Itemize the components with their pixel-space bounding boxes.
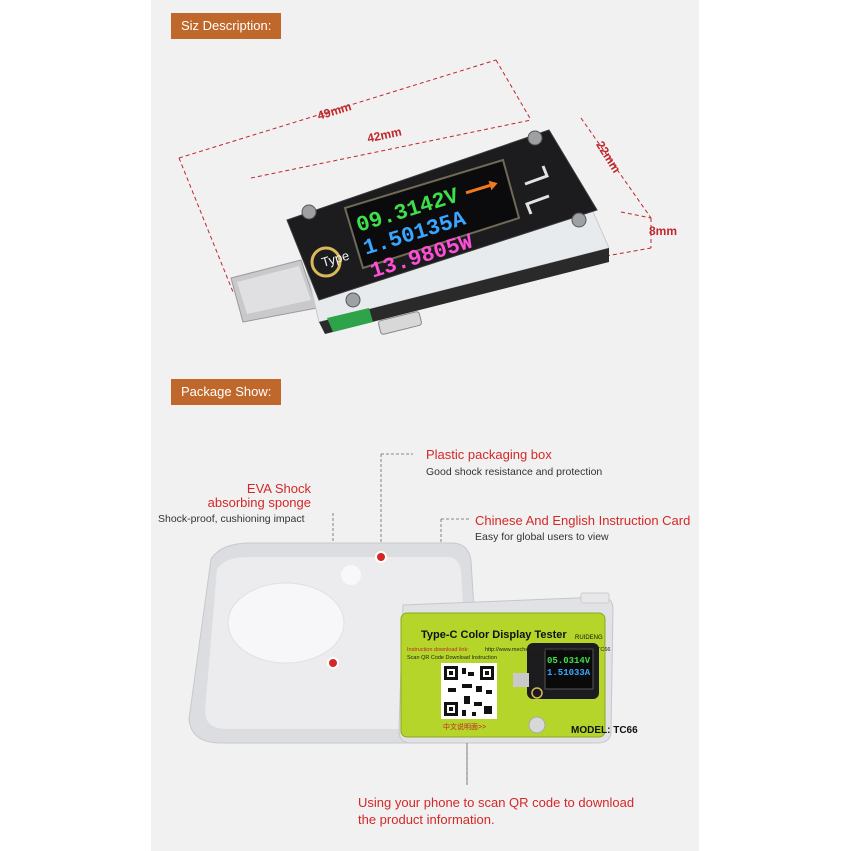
dimension-lines: [178, 59, 652, 293]
instruction-card-desc: Easy for global users to view: [475, 531, 609, 543]
product-image-canvas: Siz Description:: [151, 0, 699, 851]
svg-text:Type-C Color Display Tester: Type-C Color Display Tester: [421, 629, 567, 641]
qr-code-caption: Using your phone to scan QR code to down…: [358, 794, 634, 828]
package-illustration: 05.0314V 1.51033A Type-C Color Display T…: [188, 453, 638, 785]
package-show-label: Package Show:: [171, 379, 282, 405]
svg-text:Type: Type: [320, 248, 351, 270]
plastic-box-title: Plastic packaging box: [426, 447, 552, 462]
eva-title-line2: absorbing sponge: [207, 495, 311, 510]
svg-text:http://www.mecheline.com/lolde: http://www.mecheline.com/lolderpipdfdty?…: [485, 647, 611, 653]
dimension-8mm: 8mm: [649, 224, 678, 238]
svg-text:中文说明面>>: 中文说明面>>: [443, 722, 486, 731]
svg-text:Scan QR Code Download Instruct: Scan QR Code Download Instruction: [407, 655, 497, 661]
instruction-card: 05.0314V 1.51033A Type-C Color Display T…: [400, 612, 638, 785]
eva-desc: Shock-proof, cushioning impact: [158, 513, 305, 525]
svg-text:1.51033A: 1.51033A: [547, 668, 591, 678]
usb-c-plug: [230, 259, 318, 323]
device-illustration: Type 09.3142V 1.50135A 13.9805W: [178, 59, 652, 335]
instruction-card-title: Chinese And English Instruction Card: [475, 513, 691, 528]
svg-text:RUIDENG: RUIDENG: [575, 635, 603, 641]
size-description-label: Siz Description:: [171, 13, 282, 39]
eva-title-line1: EVA Shock: [246, 481, 311, 496]
device-body: Type: [286, 129, 610, 335]
svg-text:Instruction download link:: Instruction download link:: [407, 647, 469, 653]
type-c-logo: Type: [310, 246, 351, 278]
svg-text:MODEL: TC66: MODEL: TC66: [571, 725, 638, 736]
qr-caption-line1: Using your phone to scan QR code to down…: [358, 795, 635, 810]
svg-text:05.0314V: 05.0314V: [547, 656, 591, 666]
qr-caption-line2: the product information.: [358, 812, 495, 827]
plastic-box-desc: Good shock resistance and protection: [426, 466, 603, 478]
